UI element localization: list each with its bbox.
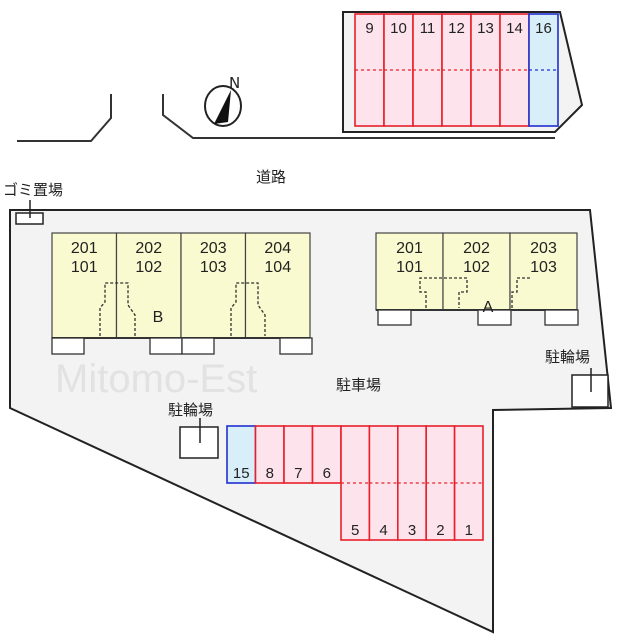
road-edge-left <box>17 94 112 142</box>
unit-lower: 101 <box>396 259 423 276</box>
parking-space-10: 10 <box>383 13 414 127</box>
parking-space-5: 5 <box>340 425 371 541</box>
balcony <box>544 309 579 326</box>
space-number: 1 <box>465 522 473 539</box>
parking-space-2: 2 <box>425 425 456 541</box>
bicycle-parking-label-right: 駐輪場 <box>545 348 590 366</box>
space-number: 10 <box>390 20 407 37</box>
space-number: 14 <box>506 20 523 37</box>
space-number: 6 <box>323 465 331 482</box>
unit-upper: 201 <box>71 240 98 257</box>
unit-upper: 201 <box>396 240 423 257</box>
space-number: 11 <box>420 20 436 37</box>
space-number: 3 <box>408 522 416 539</box>
balcony <box>149 337 183 355</box>
unit-lower: 104 <box>264 259 291 276</box>
building-name: B <box>153 309 164 326</box>
balcony <box>477 309 512 326</box>
north-label: N <box>229 74 240 92</box>
stair-outline <box>99 282 136 336</box>
stair-outline <box>230 282 266 336</box>
space-number: 12 <box>448 20 465 37</box>
bicycle-parking-label-left: 駐輪場 <box>168 401 213 419</box>
bicycle-parking-left <box>179 426 219 459</box>
balcony <box>279 337 313 355</box>
unit-lower: 103 <box>200 259 227 276</box>
parking-space-8: 8 <box>254 425 285 484</box>
parking-space-15: 15 <box>226 425 257 484</box>
stair-outline <box>419 277 468 308</box>
space-number: 4 <box>379 522 387 539</box>
space-number: 15 <box>233 465 250 482</box>
garbage-area-label: ゴミ置場 <box>3 181 63 199</box>
parking-space-7: 7 <box>283 425 314 484</box>
road-edge-right <box>162 94 555 139</box>
unit-lower: 101 <box>71 259 98 276</box>
balcony <box>377 309 412 326</box>
top-parking-spaces: 9 10 11 12 13 14 16 <box>354 13 559 127</box>
space-number: 9 <box>365 20 373 37</box>
stair-outline <box>511 277 530 308</box>
unit-upper: 202 <box>463 240 490 257</box>
balcony <box>51 337 85 355</box>
space-number: 7 <box>294 465 302 482</box>
space-number: 8 <box>266 465 274 482</box>
unit-upper: 202 <box>135 240 162 257</box>
balcony <box>181 337 215 355</box>
parking-space-11: 11 <box>412 13 443 127</box>
unit-lower: 102 <box>135 259 162 276</box>
space-number: 16 <box>535 20 552 37</box>
building-name: A <box>483 299 494 316</box>
parking-label: 駐車場 <box>336 376 381 394</box>
parking-space-1: 1 <box>453 425 484 541</box>
parking-space-14: 14 <box>499 13 530 127</box>
parking-space-13: 13 <box>470 13 501 127</box>
parking-space-6: 6 <box>311 425 342 484</box>
unit-upper: 203 <box>200 240 227 257</box>
parking-space-3: 3 <box>396 425 427 541</box>
unit-lower: 103 <box>530 259 557 276</box>
unit-upper: 203 <box>530 240 557 257</box>
north-compass-icon: N <box>204 74 242 127</box>
space-number: 5 <box>351 522 359 539</box>
watermark: Mitomo-Est <box>55 357 257 401</box>
space-number: 13 <box>477 20 494 37</box>
unit-lower: 102 <box>463 259 490 276</box>
parking-space-16: 16 <box>528 13 559 127</box>
road-label: 道路 <box>256 168 286 186</box>
bicycle-parking-right <box>571 374 609 408</box>
unit-upper: 204 <box>264 240 291 257</box>
parking-space-4: 4 <box>368 425 399 541</box>
parking-space-9: 9 <box>354 13 385 127</box>
bottom-parking-spaces: 15 8 7 6 5 4 3 2 1 <box>226 425 484 541</box>
parking-space-12: 12 <box>441 13 472 127</box>
space-number: 2 <box>436 522 444 539</box>
